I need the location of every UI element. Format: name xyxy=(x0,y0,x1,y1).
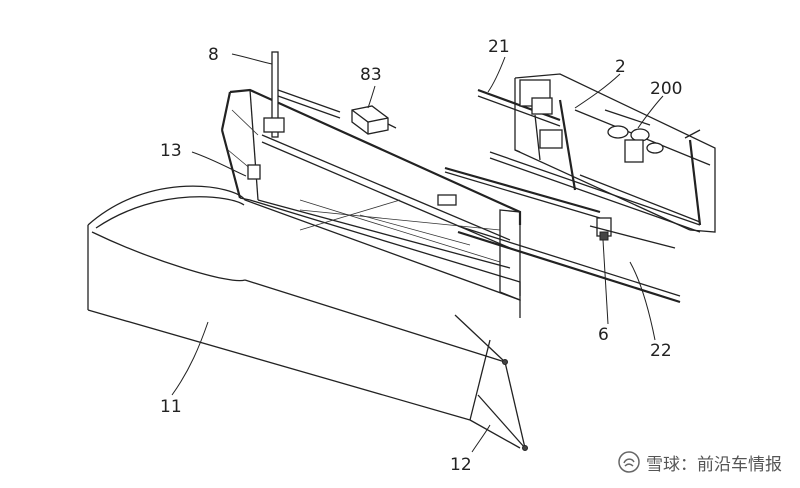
label-12: 12 xyxy=(450,455,472,475)
label-83: 83 xyxy=(360,65,382,85)
watermark-text: 雪球：前沿车情报 xyxy=(646,454,782,475)
label-21: 21 xyxy=(488,37,510,57)
label-2: 2 xyxy=(615,57,626,77)
post-8 xyxy=(263,51,341,138)
label-22: 22 xyxy=(650,341,672,361)
trolley-6 xyxy=(589,217,676,249)
snowball-logo-icon xyxy=(618,451,640,473)
reference-numerals: 8 83 21 2 200 13 6 22 11 12 xyxy=(160,37,682,475)
block-83 xyxy=(351,105,397,135)
leader-lines xyxy=(171,53,664,453)
carriage-2 xyxy=(477,73,716,233)
housing-11 xyxy=(87,185,521,421)
label-6: 6 xyxy=(598,325,609,345)
funnel-12 xyxy=(454,314,528,451)
label-200: 200 xyxy=(650,79,682,99)
frame-13 xyxy=(220,88,522,301)
label-13: 13 xyxy=(160,141,182,161)
label-11: 11 xyxy=(160,397,182,417)
label-8: 8 xyxy=(208,45,219,65)
rail-22 xyxy=(444,166,681,304)
watermark: 雪球：前沿车情报 xyxy=(618,450,782,475)
